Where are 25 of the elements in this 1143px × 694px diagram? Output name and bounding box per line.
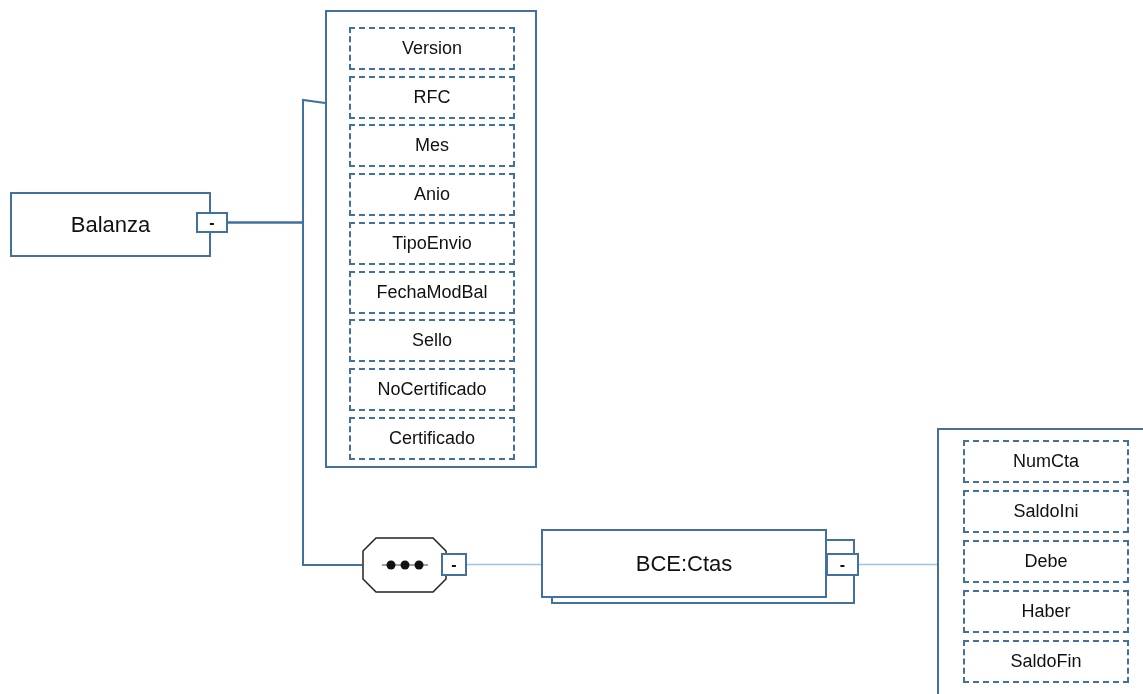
attribute-box: Sello (349, 319, 515, 363)
sequence-octagon (362, 537, 447, 593)
attribute-box: NoCertificado (349, 367, 515, 411)
attribute-box: FechaModBal (349, 270, 515, 314)
connector-line (466, 563, 542, 566)
attribute-box: NumCta (963, 440, 1129, 483)
attribute-box: TipoEnvio (349, 221, 515, 265)
attribute-box: RFC (349, 75, 515, 119)
attribute-box: SaldoFin (963, 640, 1129, 683)
attribute-panel (325, 10, 537, 468)
connector-line (858, 563, 938, 566)
collapse-toggle: - (826, 553, 859, 576)
collapse-toggle: - (441, 553, 467, 576)
element-box: Balanza (10, 192, 211, 257)
attribute-box: Debe (963, 540, 1129, 583)
element-box: BCE:Ctas (541, 529, 827, 598)
collapse-toggle: - (196, 212, 228, 233)
attribute-box: Certificado (349, 416, 515, 460)
attribute-box: Mes (349, 124, 515, 168)
attribute-box: Anio (349, 173, 515, 217)
attribute-box: Version (349, 27, 515, 70)
attribute-box: SaldoIni (963, 490, 1129, 533)
attribute-box: Haber (963, 590, 1129, 633)
attribute-panel (937, 428, 1143, 694)
connector-line (227, 221, 363, 566)
